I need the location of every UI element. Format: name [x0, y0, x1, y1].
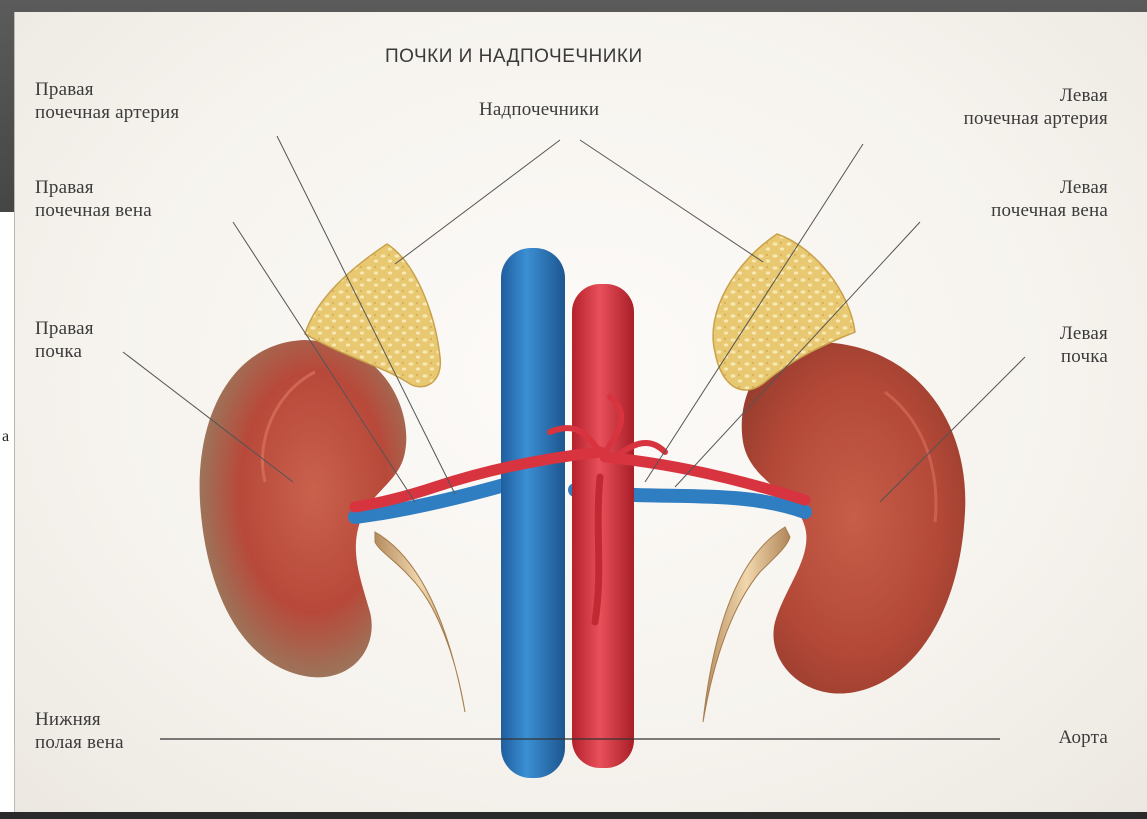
- leader-adrenal-left: [580, 140, 763, 262]
- label-inferior-vena-cava: Нижняя полая вена: [35, 708, 124, 754]
- leader-adrenal-right: [395, 140, 560, 264]
- label-right-kidney: Правая почка: [35, 317, 94, 363]
- slide-side-panel: [0, 212, 14, 812]
- label-right-renal-vein: Правая почечная вена: [35, 176, 152, 222]
- kidney-diagram: [15, 12, 1147, 812]
- label-aorta: Аорта: [1059, 726, 1108, 749]
- label-right-renal-artery: Правая почечная артерия: [35, 78, 179, 124]
- diagram-title: ПОЧКИ И НАДПОЧЕЧНИКИ: [385, 46, 643, 68]
- left-kidney-shape: [742, 342, 966, 694]
- aorta-shape: [572, 284, 634, 768]
- label-left-kidney: Левая почка: [1060, 322, 1108, 368]
- label-left-renal-vein: Левая почечная вена: [991, 176, 1108, 222]
- slide-side-text: а: [2, 428, 9, 446]
- inferior-vena-cava-shape: [501, 248, 565, 778]
- label-left-renal-artery: Левая почечная артерия: [964, 84, 1108, 130]
- anatomy-plate: ПОЧКИ И НАДПОЧЕЧНИКИ Правая почечная арт…: [14, 12, 1147, 812]
- right-ureter-shape: [375, 532, 465, 712]
- label-adrenal-glands: Надпочечники: [479, 98, 599, 121]
